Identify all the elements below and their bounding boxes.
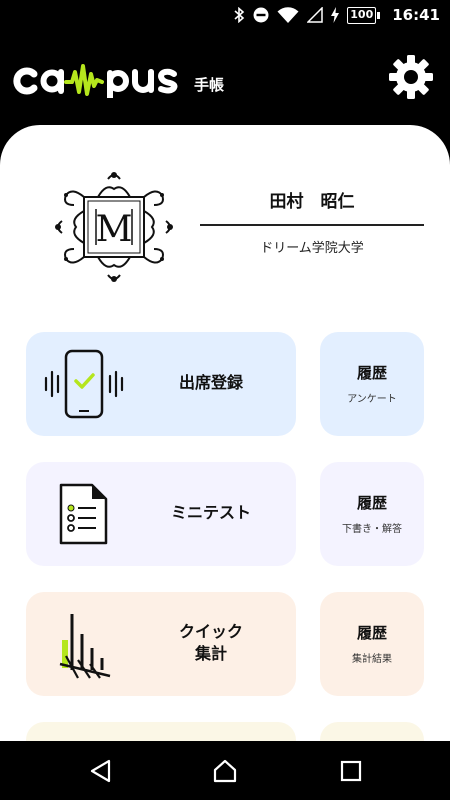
clock: 16:41	[392, 6, 440, 24]
do-not-disturb-icon	[253, 7, 269, 23]
profile-divider	[200, 224, 424, 226]
emblem-letter: M	[96, 209, 133, 250]
signal-icon	[307, 7, 324, 23]
quick-tally-label-line2: 集計	[194, 644, 227, 663]
logo-subtitle: 手帳	[194, 76, 225, 94]
user-name: 田村 昭仁	[269, 192, 355, 212]
mini-test-card[interactable]: ミニテスト	[26, 462, 296, 566]
school-emblem: M	[55, 172, 173, 282]
battery-icon: 100	[347, 6, 381, 24]
quick-tally-card[interactable]: クイック 集計	[26, 592, 296, 696]
school-name: ドリーム学院大学	[260, 241, 364, 256]
quick-tally-history-sub: 集計結果	[352, 654, 392, 665]
next-feature-card[interactable]	[26, 722, 296, 741]
charging-icon	[331, 7, 340, 23]
quick-tally-label: クイック 集計	[156, 621, 266, 665]
gear-icon[interactable]	[388, 54, 434, 100]
profile-section: M 田村 昭仁 ドリーム学院大学	[0, 125, 450, 315]
battery-level: 100	[347, 6, 377, 24]
mini-test-history-sub: 下書き・解答	[342, 524, 402, 535]
bluetooth-icon	[234, 7, 245, 23]
main-content: M 田村 昭仁 ドリーム学院大学 出席登録 履歴 アンケート	[0, 125, 450, 741]
home-icon[interactable]	[212, 758, 238, 784]
wifi-icon	[277, 6, 299, 23]
app-logo: 手帳	[12, 58, 224, 98]
bar-chart-icon	[59, 614, 111, 679]
mini-test-history-title: 履歴	[356, 494, 387, 512]
quick-tally-history-title: 履歴	[356, 624, 387, 642]
quick-tally-history-card[interactable]: 履歴 集計結果	[320, 592, 424, 696]
next-feature-history-card[interactable]	[320, 722, 424, 741]
phone-check-icon	[44, 349, 124, 419]
navigation-bar	[0, 741, 450, 800]
status-bar: 100 16:41	[0, 0, 450, 30]
attendance-history-sub: アンケート	[347, 394, 397, 405]
mini-test-history-card[interactable]: 履歴 下書き・解答	[320, 462, 424, 566]
test-document-icon	[59, 483, 108, 545]
back-icon[interactable]	[88, 758, 114, 784]
attendance-label: 出席登録	[178, 373, 243, 392]
attendance-card[interactable]: 出席登録	[26, 332, 296, 436]
attendance-history-title: 履歴	[356, 364, 387, 382]
attendance-history-card[interactable]: 履歴 アンケート	[320, 332, 424, 436]
mini-test-label: ミニテスト	[170, 503, 251, 522]
app-header: 手帳	[0, 30, 450, 125]
recents-icon[interactable]	[338, 758, 364, 784]
quick-tally-label-line1: クイック	[178, 622, 243, 641]
campus-logo-icon	[13, 64, 178, 98]
